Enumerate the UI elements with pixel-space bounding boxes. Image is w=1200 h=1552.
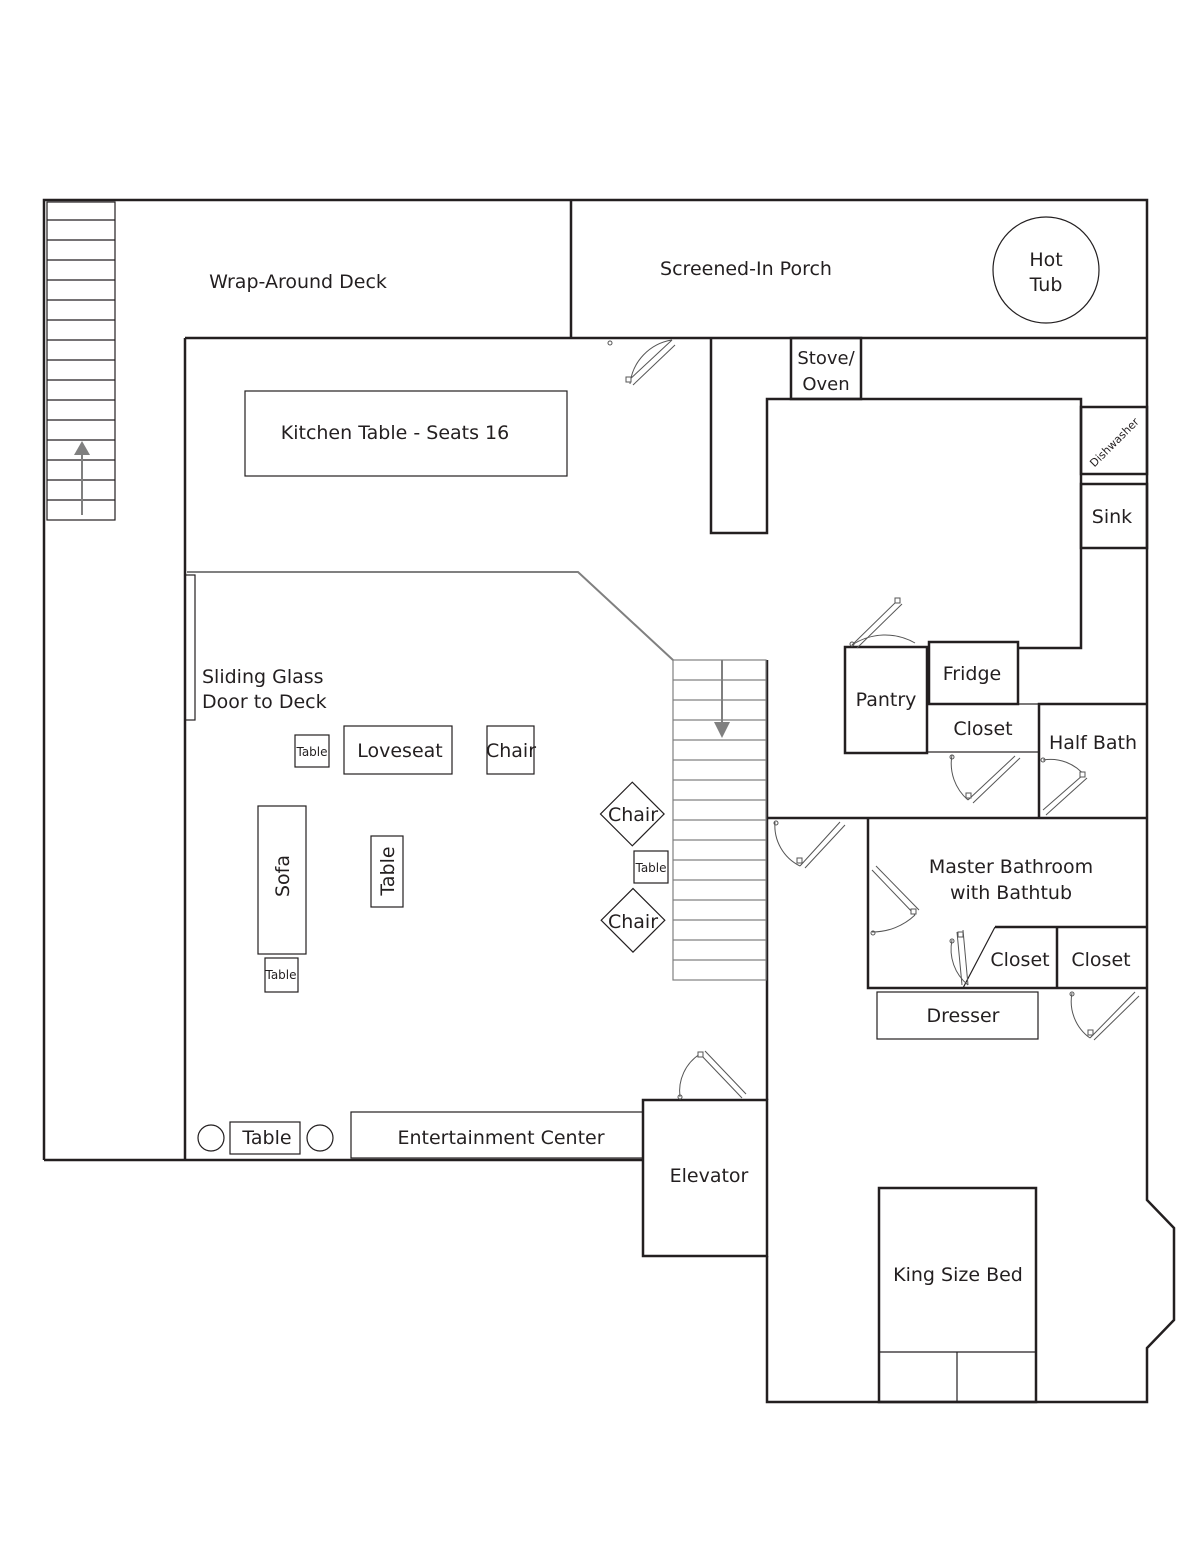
elevator (641, 1098, 769, 1258)
stair-table (633, 850, 669, 884)
dresser-label: Dresser (926, 1005, 999, 1027)
kitchen-table-label: Kitchen Table - Seats 16 (281, 422, 509, 444)
master-bath-label-2: with Bathtub (950, 882, 1072, 904)
entertainment-center-label: Entertainment Center (397, 1127, 604, 1149)
elevator-label: Elevator (670, 1165, 749, 1187)
king-bed: King Size Bed (877, 1186, 1038, 1404)
pantry-label: Pantry (856, 689, 917, 711)
kitchen-closet-label: Closet (953, 718, 1012, 740)
chair-top (486, 725, 535, 775)
dresser (876, 991, 1039, 1040)
end-table-bottom (264, 957, 299, 993)
side-table-small (294, 734, 330, 768)
master-bath-label-1: Master Bathroom (929, 856, 1093, 878)
chair-diamond-1-label: Chair (608, 804, 658, 826)
pantry (843, 645, 929, 755)
ent-side-table (229, 1121, 301, 1155)
screened-porch-label: Screened-In Porch (660, 258, 832, 280)
chair-diamond-2-label: Chair (608, 911, 658, 933)
king-bed-label: King Size Bed (893, 1264, 1023, 1286)
hot-tub: Hot Tub (992, 216, 1100, 324)
chair-diamond-2 (600, 887, 666, 953)
sliding-glass-door (184, 574, 196, 721)
sink-label: Sink (1092, 506, 1132, 528)
stair-table-label: Table (634, 861, 666, 875)
bath-closet-1-label: Closet (990, 949, 1049, 971)
side-table-small-label: Table (295, 745, 327, 759)
bath-closet-2-label: Closet (1071, 949, 1130, 971)
hot-tub-label-1: Hot (1029, 249, 1062, 271)
loveseat-label: Loveseat (357, 740, 443, 762)
coffee-table-label: Table (377, 846, 399, 896)
kitchen-table: Kitchen Table - Seats 16 (244, 390, 568, 477)
dishwasher-label: Dishwasher (1087, 415, 1142, 470)
stove-label-1: Stove/ (797, 348, 855, 369)
end-table-bottom-label: Table (264, 968, 296, 982)
sofa-label: Sofa (272, 855, 294, 897)
sliding-door-label-2: Door to Deck (202, 691, 327, 713)
lamp-right (306, 1124, 334, 1152)
lamp-left (197, 1124, 225, 1152)
coffee-table (370, 835, 404, 908)
sofa (257, 805, 307, 955)
interior-stairs (672, 659, 767, 981)
hot-tub-label-2: Tub (1029, 274, 1063, 296)
loveseat (343, 725, 453, 775)
outer-walls (42, 198, 1176, 1404)
deck-stairs (46, 201, 116, 521)
chair-top-label: Chair (486, 740, 536, 762)
wrap-around-deck-label: Wrap-Around Deck (209, 271, 387, 293)
chair-diamond-1 (599, 781, 665, 847)
fridge-label: Fridge (943, 663, 1001, 685)
stove-label-2: Oven (802, 374, 849, 395)
kitchen-counters (709, 336, 1149, 650)
ent-side-table-label: Table (241, 1127, 291, 1149)
door-swings (607, 339, 1140, 1100)
sliding-door-label-1: Sliding Glass (202, 666, 324, 688)
half-bath-label: Half Bath (1049, 732, 1137, 754)
